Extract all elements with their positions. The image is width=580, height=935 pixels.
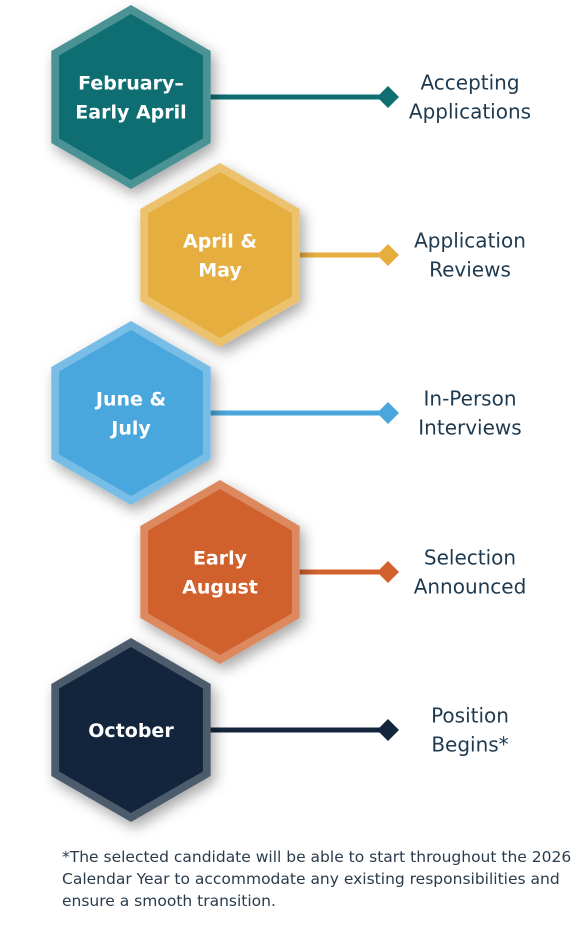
stage-description: Reviews bbox=[429, 258, 511, 282]
hexagon-face bbox=[59, 14, 203, 180]
connector-diamond bbox=[377, 561, 399, 583]
connector-diamond bbox=[377, 86, 399, 108]
period-label: Early April bbox=[75, 102, 186, 124]
period-label: Early bbox=[193, 548, 248, 570]
period-label: February– bbox=[78, 73, 184, 95]
stage-description: Announced bbox=[414, 575, 527, 599]
timeline-stage: February– Early April AcceptingApplication… bbox=[51, 5, 531, 189]
connector-diamond bbox=[377, 402, 399, 424]
period-label: July bbox=[109, 418, 151, 440]
hexagon-face bbox=[59, 647, 203, 813]
stage-description: Application bbox=[414, 229, 526, 253]
hexagon-face bbox=[148, 489, 292, 655]
connector-diamond bbox=[377, 244, 399, 266]
timeline-diagram: February– Early April AcceptingApplication… bbox=[51, 5, 531, 822]
connector-diamond bbox=[377, 719, 399, 741]
period-label: June & bbox=[94, 389, 166, 411]
stage-description: Accepting bbox=[420, 71, 519, 95]
period-label: August bbox=[182, 577, 258, 599]
period-label: October bbox=[88, 720, 174, 742]
stage-description: Position bbox=[431, 704, 509, 728]
stage-description: Applications bbox=[409, 100, 531, 124]
stage-description: Interviews bbox=[418, 416, 521, 440]
stage-description: Begins* bbox=[431, 733, 508, 757]
stage-description: In-Person bbox=[424, 387, 517, 411]
hexagon-face bbox=[59, 330, 203, 496]
period-label: May bbox=[198, 260, 242, 282]
period-label: April & bbox=[183, 231, 257, 253]
hexagon-face bbox=[148, 172, 292, 338]
footnote-text: *The selected candidate will be able to … bbox=[62, 848, 572, 910]
stage-description: Selection bbox=[424, 546, 516, 570]
